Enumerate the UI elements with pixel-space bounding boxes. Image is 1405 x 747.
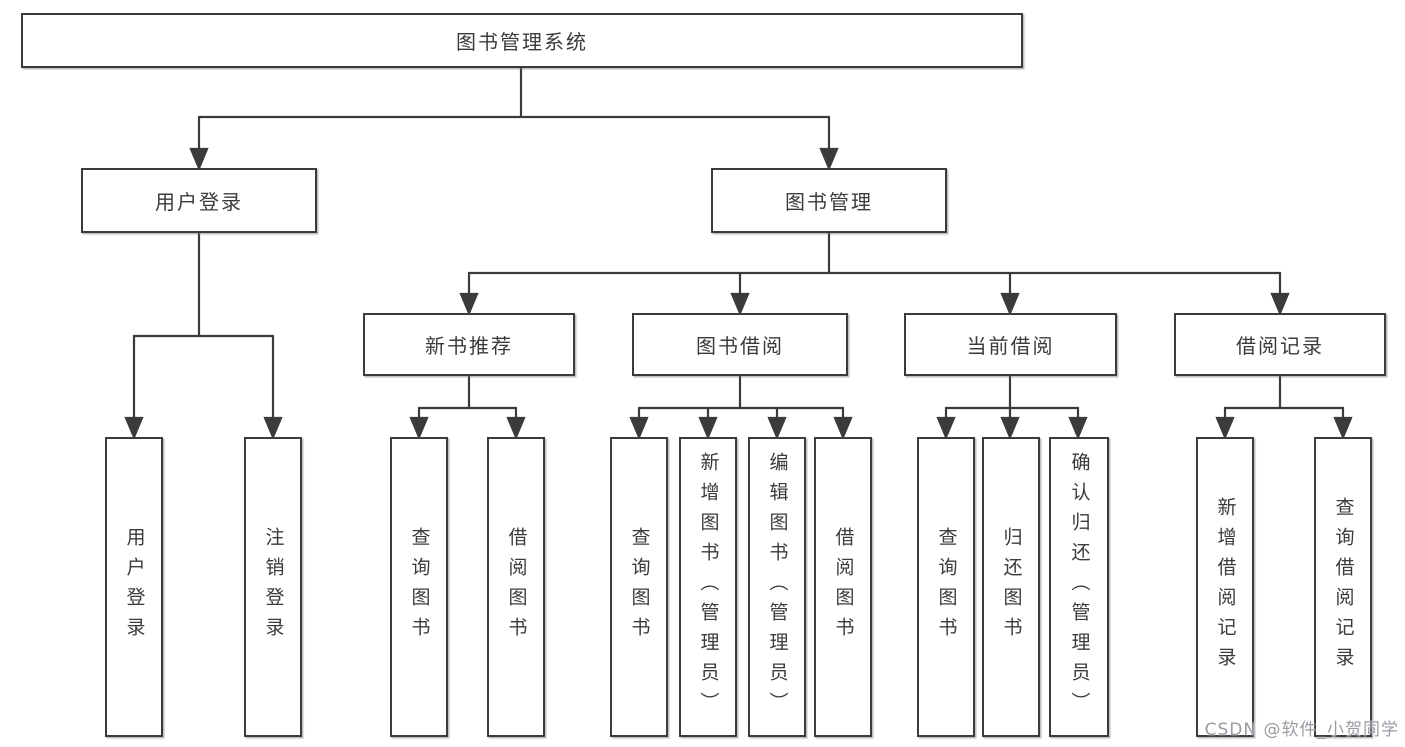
node-leaf-borrow-borrow-book: 借阅图书 <box>814 437 872 737</box>
node-leaf-record-query-record-label: 查询借阅记录 <box>1332 497 1355 677</box>
node-leaf-user-login: 用户登录 <box>105 437 163 737</box>
node-new-book-recommend-label: 新书推荐 <box>425 334 513 358</box>
node-current-borrow-label: 当前借阅 <box>966 334 1055 358</box>
node-current-borrow: 当前借阅 <box>904 313 1117 376</box>
node-leaf-current-query-book: 查询图书 <box>917 437 975 737</box>
connector-user-login-to-leaves <box>124 231 283 440</box>
node-leaf-borrow-query-book-label: 查询图书 <box>628 527 651 647</box>
node-root-system: 图书管理系统 <box>21 13 1023 68</box>
node-book-borrow: 图书借阅 <box>632 313 848 376</box>
connector-root-to-level2 <box>189 66 839 171</box>
node-book-management: 图书管理 <box>711 168 947 233</box>
node-leaf-record-query-record: 查询借阅记录 <box>1314 437 1372 737</box>
node-borrow-record-label: 借阅记录 <box>1236 334 1324 358</box>
node-leaf-logout: 注销登录 <box>244 437 302 737</box>
csdn-watermark: CSDN @软件_小贺同学 <box>1204 720 1399 740</box>
node-leaf-current-confirm-return-label: 确认归还（管理员） <box>1068 452 1091 722</box>
node-book-borrow-label: 图书借阅 <box>696 334 784 358</box>
node-borrow-record: 借阅记录 <box>1174 313 1386 376</box>
node-leaf-current-return-book: 归还图书 <box>982 437 1040 737</box>
node-user-login-label: 用户登录 <box>155 190 243 214</box>
node-new-book-recommend: 新书推荐 <box>363 313 575 376</box>
connector-record-to-leaves <box>1215 374 1353 440</box>
node-leaf-recommend-borrow-book-label: 借阅图书 <box>505 527 528 647</box>
node-leaf-record-add-record-label: 新增借阅记录 <box>1214 497 1237 677</box>
connector-current-to-leaves <box>936 374 1088 440</box>
node-leaf-recommend-borrow-book: 借阅图书 <box>487 437 545 737</box>
connector-recommend-to-leaves <box>409 374 526 440</box>
node-leaf-current-confirm-return: 确认归还（管理员） <box>1049 437 1109 737</box>
node-leaf-current-query-book-label: 查询图书 <box>935 527 958 647</box>
node-leaf-borrow-add-book-label: 新增图书（管理员） <box>697 452 720 722</box>
connector-borrow-to-leaves <box>629 374 853 440</box>
node-leaf-logout-label: 注销登录 <box>262 527 285 647</box>
node-leaf-borrow-add-book: 新增图书（管理员） <box>679 437 737 737</box>
node-leaf-borrow-edit-book-label: 编辑图书（管理员） <box>766 452 789 722</box>
node-leaf-borrow-query-book: 查询图书 <box>610 437 668 737</box>
node-leaf-current-return-book-label: 归还图书 <box>1000 527 1023 647</box>
connector-book-mgmt-to-level3 <box>459 231 1290 316</box>
node-root-system-label: 图书管理系统 <box>456 30 588 54</box>
node-leaf-recommend-query-book: 查询图书 <box>390 437 448 737</box>
node-leaf-recommend-query-book-label: 查询图书 <box>408 527 431 647</box>
node-leaf-borrow-borrow-book-label: 借阅图书 <box>832 527 855 647</box>
node-leaf-user-login-label: 用户登录 <box>123 527 146 647</box>
node-book-management-label: 图书管理 <box>785 190 873 214</box>
node-leaf-record-add-record: 新增借阅记录 <box>1196 437 1254 737</box>
node-user-login: 用户登录 <box>81 168 317 233</box>
node-leaf-borrow-edit-book: 编辑图书（管理员） <box>748 437 806 737</box>
